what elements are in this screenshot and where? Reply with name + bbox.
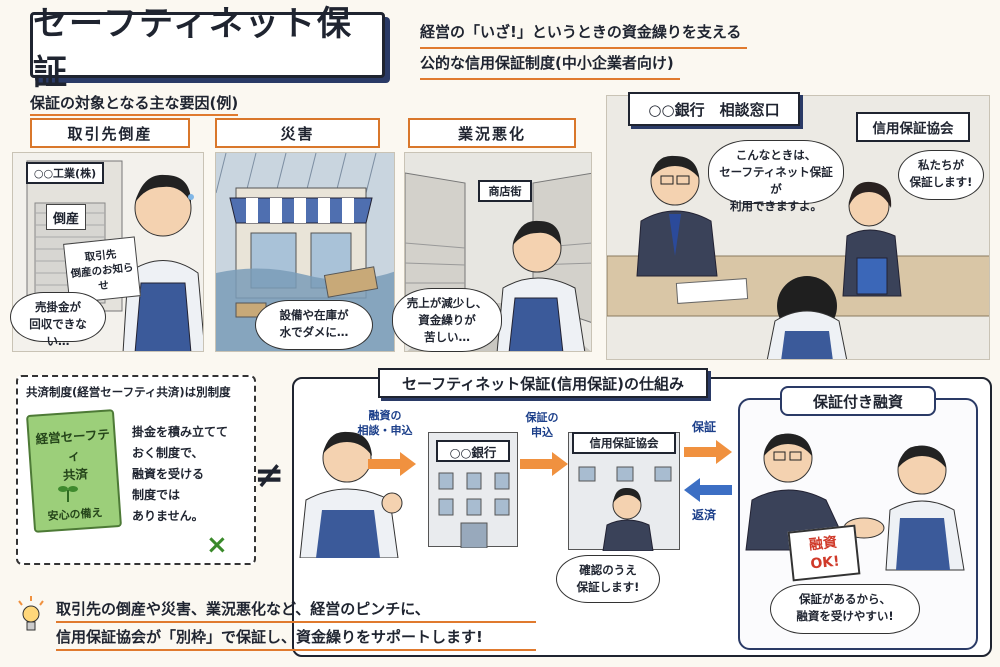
- page-subtitle: 経営の「いざ!」というときの資金繰りを支える 公的な信用保証制度(中小企業者向け…: [420, 18, 980, 80]
- company-sign: ○○工業(株): [26, 162, 104, 184]
- bank-building-sign: ○○銀行: [436, 440, 510, 462]
- cross-mark-icon: ×: [206, 530, 228, 560]
- guarantee-label: 保証: [692, 420, 717, 434]
- loan-approved-sign: 融資 OK!: [787, 524, 861, 582]
- guaranteed-loan-heading: 保証付き融資: [780, 386, 936, 416]
- arrow-right-icon-2: [520, 452, 568, 476]
- lightbulb-icon: [16, 596, 46, 636]
- arrow-repay-icon: [684, 478, 732, 502]
- subtitle-line-2: 公的な信用保証制度(中小企業者向け): [420, 49, 680, 80]
- mechanism-heading: セーフティネット保証(信用保証)の仕組み: [378, 368, 708, 398]
- arrow-right-icon: [368, 452, 416, 476]
- shutter-notice: 倒産: [46, 204, 86, 230]
- factors-section-label: 保証の対象となる主な要因(例): [30, 92, 239, 116]
- disaster-speech-bubble: 設備や在庫が 水でダメに…: [255, 300, 373, 350]
- bankruptcy-speech-bubble: 売掛金が 回収できない…: [10, 292, 106, 348]
- subtitle-line-1: 経営の「いざ!」というときの資金繰りを支える: [420, 18, 748, 49]
- association-building-sign: 信用保証協会: [572, 432, 676, 454]
- arrow-guarantee-icon: [684, 440, 732, 464]
- consultation-illustration: [607, 155, 989, 359]
- step-apply-label: 保証の 申込: [525, 411, 559, 439]
- loan-speech-bubble: 保証があるから、 融資を受けやすい!: [770, 584, 920, 634]
- downturn-speech-bubble: 売上が減少し、 資金繰りが 苦しい…: [392, 288, 502, 352]
- page-title: セーフティネット保証: [30, 4, 385, 93]
- kyosai-book-title: 経営セーフティ 共済: [35, 426, 111, 483]
- bank-consultation-sign: ○○銀行 相談窓口: [628, 92, 800, 126]
- guarantee-association-sign: 信用保証協会: [856, 112, 970, 142]
- kyosai-heading: 共済制度(経営セーフティ共済)は別制度: [26, 385, 231, 399]
- footer-line-1: 取引先の倒産や災害、業況悪化など、経営のピンチに、: [56, 598, 536, 623]
- kyosai-panel: [16, 375, 256, 565]
- factor-tag-disaster: 災害: [215, 118, 380, 148]
- association-speech-bubble: 確認のうえ 保証します!: [556, 555, 660, 603]
- factor-tag-bankruptcy: 取引先倒産: [30, 118, 190, 148]
- repay-label: 返済: [692, 508, 717, 522]
- factor-tag-downturn: 業況悪化: [408, 118, 576, 148]
- business-owner-figure: [292, 418, 412, 559]
- not-equal-icon: ≠: [254, 455, 285, 496]
- step-consult-label: 融資の 相談・申込: [357, 409, 413, 437]
- kyosai-description: 掛金を積み立てて おく制度で、 融資を受ける 制度では ありません。: [132, 425, 229, 523]
- association-staff-speech-bubble: 私たちが 保証します!: [898, 150, 984, 200]
- shopping-street-sign: 商店街: [478, 180, 532, 202]
- sprout-icon: [58, 482, 78, 502]
- bank-staff-speech-bubble: こんなときは、 セーフティネット保証が 利用できますよ。: [708, 140, 844, 213]
- footer-line-2: 信用保証協会が「別枠」で保証し、資金繰りをサポートします!: [56, 626, 536, 651]
